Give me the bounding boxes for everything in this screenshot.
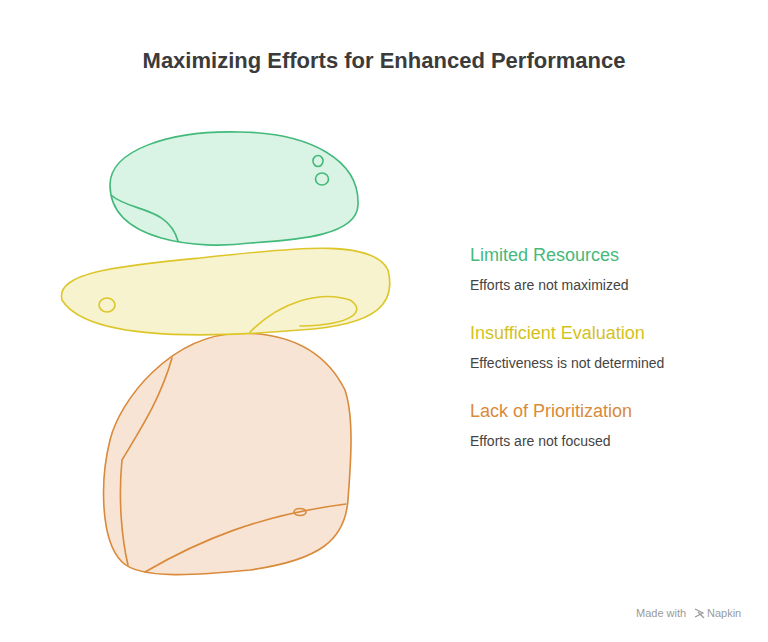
yellow-stone <box>61 248 389 335</box>
diagram-title: Maximizing Efforts for Enhanced Performa… <box>0 48 768 74</box>
node-heading: Limited Resources <box>470 244 760 266</box>
watermark: Napkin <box>707 606 741 620</box>
node-description: Efforts are not maximized <box>470 276 760 294</box>
node-description: Efforts are not focused <box>470 432 760 450</box>
napkin-logo <box>695 609 704 618</box>
text-group: Insufficient EvaluationEffectiveness is … <box>470 322 760 372</box>
green-stone <box>110 132 358 245</box>
node-heading: Lack of Prioritization <box>470 400 760 422</box>
orange-stone <box>104 333 351 575</box>
text-group: Lack of PrioritizationEfforts are not fo… <box>470 400 760 450</box>
watermark: Made with <box>636 606 686 620</box>
node-heading: Insufficient Evaluation <box>470 322 760 344</box>
text-group: Limited ResourcesEfforts are not maximiz… <box>470 244 760 294</box>
node-description: Effectiveness is not determined <box>470 354 760 372</box>
